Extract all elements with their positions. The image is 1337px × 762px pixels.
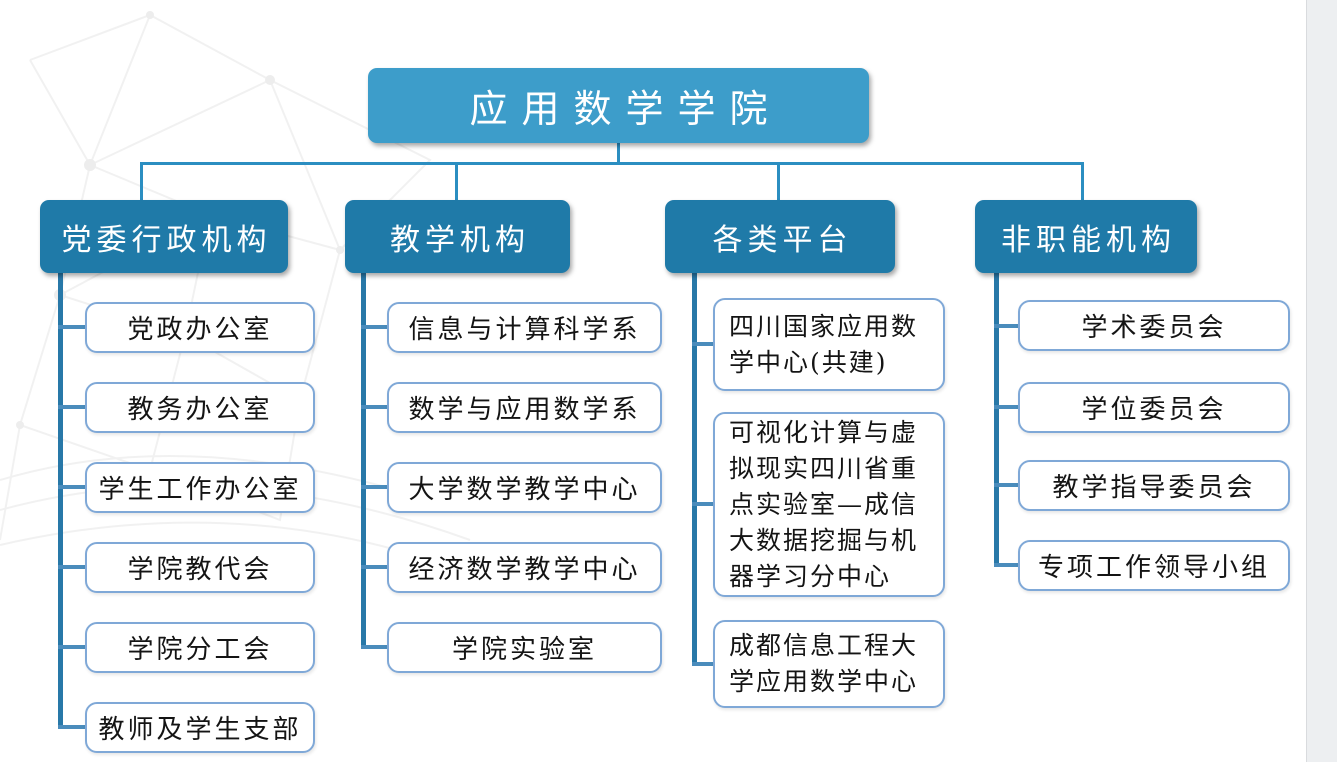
connector-trunk-branch-4 [994,272,999,567]
child-label: 经济数学教学中心 [408,555,641,585]
connector-stub [692,502,713,506]
child-node: 大学数学教学中心 [387,462,662,513]
child-label: 教师及学生支部 [98,715,302,745]
child-node: 学院教代会 [85,542,315,593]
child-node: 可视化计算与虚拟现实四川省重点实验室—成信大数据挖掘与机器学习分中心 [713,412,945,597]
branch-label: 党委行政机构 [61,222,272,258]
child-label: 信息与计算科学系 [408,315,641,345]
connector-stub [361,325,387,329]
connector-stub [994,483,1018,487]
connector-stub [692,662,713,666]
child-node: 学生工作办公室 [85,462,315,513]
branch-platforms: 各类平台 [665,200,895,273]
child-node: 四川国家应用数学中心(共建) [713,298,945,391]
connector-branch-3-drop [777,162,780,202]
child-label: 学生工作办公室 [98,475,302,505]
connector-stub [58,645,85,649]
connector-trunk-branch-2 [361,272,366,649]
child-node: 经济数学教学中心 [387,542,662,593]
connector-stub [58,485,85,489]
connector-stub [361,565,387,569]
connector-trunk-branch-1 [58,272,63,729]
connector-branch-4-drop [1081,162,1084,202]
child-label: 党政办公室 [127,315,273,345]
child-label: 大学数学教学中心 [408,475,641,505]
root-node-applied-math-school: 应用数学学院 [368,68,869,143]
connector-stub [361,485,387,489]
child-node: 党政办公室 [85,302,315,353]
connector-stub [361,405,387,409]
connector-branch-2-drop [455,162,458,202]
connector-stub [58,325,85,329]
child-label: 专项工作领导小组 [1037,553,1270,583]
connector-top-horizontal [140,162,1084,165]
branch-party-administration: 党委行政机构 [40,200,288,273]
child-node: 专项工作领导小组 [1018,540,1290,591]
branch-non-functional-organizations: 非职能机构 [975,200,1197,273]
child-label: 学院教代会 [127,555,273,585]
child-node: 学术委员会 [1018,300,1290,351]
child-label: 可视化计算与虚拟现实四川省重点实验室—成信大数据挖掘与机器学习分中心 [729,417,919,591]
connector-stub [994,405,1018,409]
child-label: 教务办公室 [127,395,273,425]
connector-stub [58,565,85,569]
child-node: 教学指导委员会 [1018,460,1290,511]
child-label: 教学指导委员会 [1052,473,1256,503]
branch-label: 各类平台 [712,222,853,258]
connector-stub [361,645,387,649]
child-label: 数学与应用数学系 [408,395,641,425]
branch-label: 非职能机构 [1001,222,1176,258]
child-node: 成都信息工程大学应用数学中心 [713,620,945,708]
child-label: 成都信息工程大学应用数学中心 [729,631,919,696]
child-node: 数学与应用数学系 [387,382,662,433]
child-label: 学术委员会 [1081,313,1227,343]
connector-root-drop [617,142,620,164]
child-node: 教师及学生支部 [85,702,315,753]
connector-trunk-branch-3 [692,272,697,666]
child-node: 学院实验室 [387,622,662,673]
child-node: 学位委员会 [1018,382,1290,433]
child-label: 学院分工会 [127,635,273,665]
branch-label: 教学机构 [390,222,530,258]
child-label: 学院实验室 [451,635,597,665]
connector-stub [58,725,85,729]
connector-stub [58,405,85,409]
connector-stub [994,563,1018,567]
child-node: 教务办公室 [85,382,315,433]
branch-teaching-organizations: 教学机构 [345,200,570,273]
connector-branch-1-drop [140,162,143,202]
page-edge-strip [1306,0,1337,762]
child-label: 学位委员会 [1081,395,1227,425]
connector-stub [994,324,1018,328]
connector-stub [692,342,713,346]
child-node: 学院分工会 [85,622,315,673]
child-label: 四川国家应用数学中心(共建) [729,311,919,377]
root-node-label: 应用数学学院 [469,87,782,131]
child-node: 信息与计算科学系 [387,302,662,353]
